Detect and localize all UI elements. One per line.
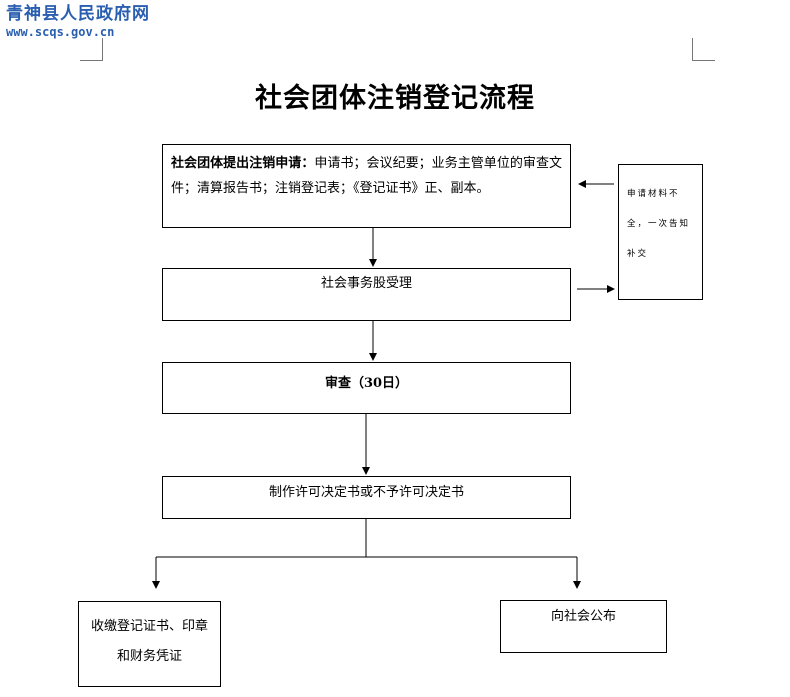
side-note-text: 申请材料不全，一次告知补交: [627, 189, 691, 259]
side-note-box: 申请材料不全，一次告知补交: [618, 164, 703, 300]
step-decide-box: 制作许可决定书或不予许可决定书: [162, 476, 571, 519]
step-review-label: 审查（30日）: [324, 376, 409, 391]
site-watermark: 青神县人民政府网 www.scqs.gov.cn: [6, 4, 150, 39]
step-apply-heading: 社会团体提出注销申请：: [171, 156, 315, 171]
step-accept-label: 社会事务股受理: [320, 276, 412, 291]
crop-mark-left: [80, 38, 103, 61]
step-announce-box: 向社会公布: [500, 600, 667, 653]
site-url: www.scqs.gov.cn: [6, 25, 115, 39]
step-review-box: 审查（30日）: [162, 362, 571, 414]
crop-mark-right: [692, 38, 715, 61]
step-accept-box: 社会事务股受理: [162, 268, 571, 321]
step-announce-label: 向社会公布: [550, 609, 616, 624]
step-collect-label: 收缴登记证书、印章和财务凭证: [90, 619, 208, 664]
site-name: 青神县人民政府网: [6, 4, 150, 24]
step-decide-label: 制作许可决定书或不予许可决定书: [268, 485, 464, 500]
page-title: 社会团体注销登记流程: [255, 83, 535, 114]
step-apply-text: 申请书；会议纪要；业务主管单位的审查文件；清算报告书；注销登记表；《登记证书》正…: [171, 156, 562, 196]
step-collect-box: 收缴登记证书、印章和财务凭证: [78, 601, 221, 687]
step-apply-box: 社会团体提出注销申请：申请书；会议纪要；业务主管单位的审查文件；清算报告书；注销…: [162, 144, 571, 228]
